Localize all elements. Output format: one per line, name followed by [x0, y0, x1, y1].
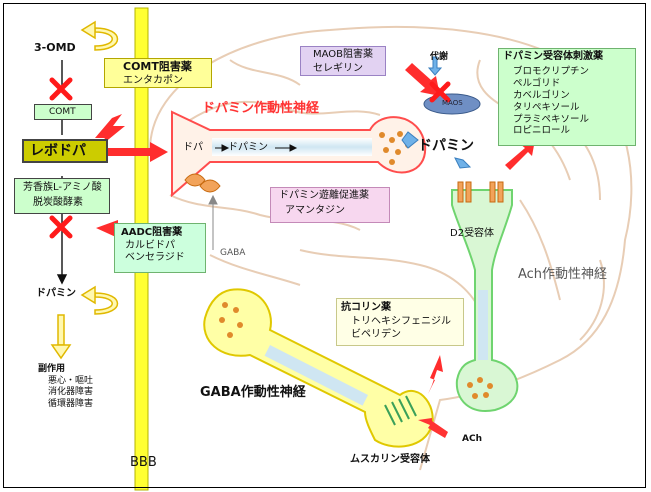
- inhibition-marks: [49, 77, 451, 239]
- dopamine-agonist-drugs: ブロモクリプチン ペルゴリド カベルゴリン タリペキソール プラミペキソール ロ…: [513, 66, 590, 137]
- ach-neuron: [451, 181, 519, 412]
- gaba-neuron: [203, 288, 434, 448]
- maos-label: MAOS: [442, 99, 463, 107]
- label-3omd: 3-OMD: [34, 41, 76, 54]
- dopa-to-dopamine-arrows: [215, 144, 298, 152]
- muscarinic-receptor-label: ムスカリン受容体: [350, 454, 430, 465]
- anticholinergic-box: 抗コリン薬 トリヘキシフェニジル ビペリデン: [336, 298, 464, 346]
- levodopa-box: レボドパ: [22, 139, 108, 163]
- d2-receptor-label: D2受容体: [450, 228, 495, 239]
- dopamine-agonist-title: ドパミン受容体刺激薬: [503, 51, 603, 62]
- comt-inhibitor-box: COMT阻害薬 エンタカポン: [104, 58, 212, 88]
- aadc-line1: 芳香族L-アミノ酸: [23, 182, 102, 193]
- comt-inhibitor-drug: エンタカポン: [123, 75, 183, 86]
- comt-label: COMT: [49, 107, 76, 117]
- maob-enzyme: [423, 93, 481, 115]
- maob-inhibitor-drug: セレギリン: [313, 63, 363, 74]
- dopaminergic-neuron-label: ドパミン作動性神経: [202, 101, 320, 116]
- anticholinergic-title: 抗コリン薬: [341, 302, 391, 313]
- release-promoter-title: ドパミン遊離促進薬: [279, 190, 369, 201]
- comt-box: COMT: [34, 104, 92, 120]
- dopa-label: ドパ: [183, 142, 203, 153]
- diagram-frame: [3, 3, 646, 488]
- side-effects-list: 悪心・嘔吐 消化器障害 循環器障害: [48, 376, 94, 409]
- aadc-inhibitor-box: AADC阻害薬 カルビドパ ベンセラジド: [114, 223, 206, 273]
- metabolism-label: 代謝: [430, 52, 449, 62]
- ach-arrow: [418, 418, 448, 438]
- aadc-line2: 脱炭酸酵素: [33, 197, 83, 208]
- yellow-arrows: [50, 20, 119, 360]
- ach-label: ACh: [462, 434, 482, 444]
- dopamine-agonist-box: ドパミン受容体刺激薬 ブロモクリプチン ペルゴリド カベルゴリン タリペキソール…: [498, 48, 636, 146]
- maob-inhibitor-box: MAOB阻害薬 セレギリン: [300, 46, 386, 76]
- gaba-neuron-label: GABA作動性神経: [200, 385, 306, 400]
- release-promoter-box: ドパミン遊離促進薬 アマンタジン: [270, 187, 390, 223]
- aadc-inhibitor-title: AADC阻害薬: [121, 227, 183, 238]
- bbb-label: BBB: [130, 455, 157, 470]
- maob-inhibitor-title: MAOB阻害薬: [313, 49, 374, 60]
- comt-inhibitor-title: COMT阻害薬: [123, 60, 192, 73]
- anticholinergic-drugs: トリヘキシフェニジル ビペリデン: [351, 316, 451, 340]
- gaba-arrow: [208, 194, 218, 250]
- dopamine-inner-label: ドパミン: [228, 142, 268, 153]
- aadc-box: 芳香族L-アミノ酸 脱炭酸酵素: [14, 178, 110, 214]
- gaba-small-label: GABA: [220, 248, 246, 258]
- ach-neuron-label: Ach作動性神経: [518, 267, 608, 282]
- label-dopamine-periphery: ドパミン: [36, 288, 76, 299]
- red-arrows: [95, 63, 535, 394]
- side-effects-title: 副作用: [38, 364, 66, 374]
- release-promoter-drug: アマンタジン: [285, 205, 345, 216]
- blue-arrows: [401, 56, 472, 169]
- dopamine-synapse-label: ドパミン: [418, 138, 474, 154]
- aadc-inhibitor-drugs: カルビドパ ベンセラジド: [125, 240, 185, 263]
- levodopa-label: レボドパ: [30, 143, 86, 159]
